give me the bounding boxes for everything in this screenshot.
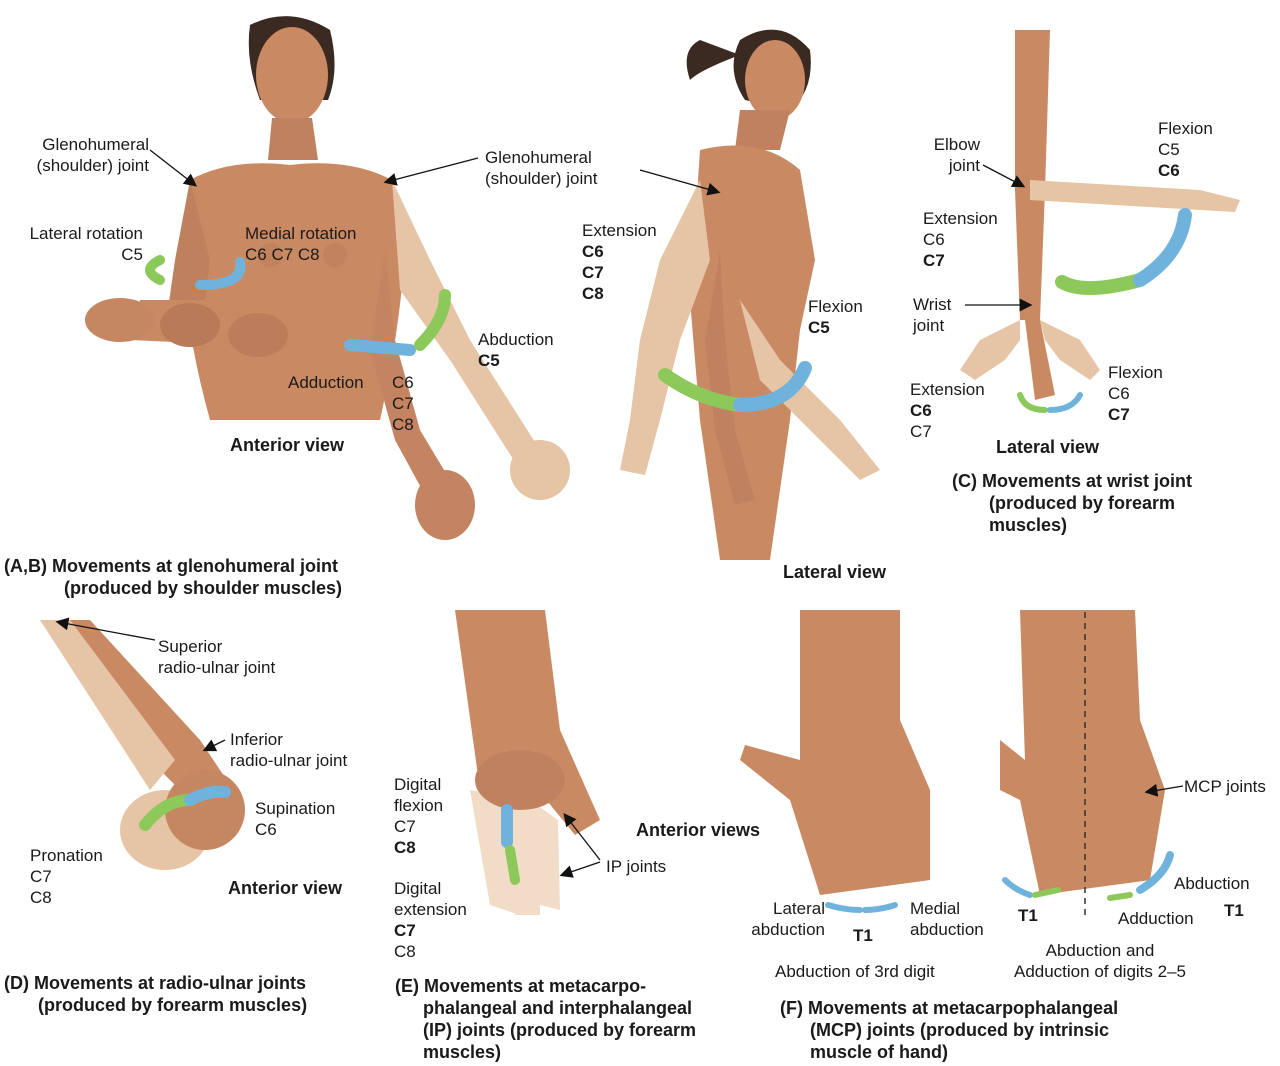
mcp-hands-figure [740,610,1165,920]
shoulder-flexion-label: Flexion C5 [808,297,863,337]
t1-label-right: T1 [1224,901,1244,920]
abduction-adduction-digits-label: Abduction and Adduction of digits 2–5 [1013,941,1186,981]
medial-abduction-label: Medial abduction [910,899,984,939]
elbow-flexion-label: Flexion C5 C6 [1158,119,1213,180]
anterior-figure [85,16,570,540]
motion-arrows [139,208,1192,913]
wrist-extension-label: Extension C6 C7 [910,380,985,441]
radio-ulnar-figure [40,620,245,870]
inferior-radio-ulnar-label: Inferior radio-ulnar joint [230,730,348,770]
elbow-extension-label: Extension C6 C7 [923,209,998,270]
digital-flexion-label: Digital flexion C7 C8 [394,775,444,857]
caption-d: (D) Movements at radio-ulnar joints (pro… [4,973,308,1015]
anterior-view-label-a: Anterior view [230,435,345,455]
anterior-views-label-e: Anterior views [636,820,761,840]
ip-joints-label: IP joints [606,857,667,876]
caption-ab: (A,B) Movements at glenohumeral joint (p… [4,556,343,598]
caption-f: (F) Movements at metacarpophalangeal (MC… [780,998,1119,1062]
t1-label-middle: T1 [1018,906,1038,925]
medial-rotation-label: Medial rotation C6 C7 C8 [245,224,357,264]
anterior-view-label-d: Anterior view [228,878,343,898]
abduction-3rd-digit-label: Abduction of 3rd digit [775,962,935,981]
mcp-abduction-label: Abduction [1174,874,1250,893]
leader-lines [55,149,1184,878]
glenohumeral-label-right: Glenohumeral (shoulder) joint [485,148,598,188]
superior-radio-ulnar-label: Superior radio-ulnar joint [158,637,276,677]
lateral-figure [620,29,880,560]
adduction-segments: C6 C7 C8 [392,373,414,434]
extension-label: Extension C6 C7 C8 [582,221,657,303]
caption-c: (C) Movements at wrist joint (produced b… [952,471,1193,535]
digital-extension-label: Digital extension C7 C8 [394,879,467,961]
glenohumeral-label-left: Glenohumeral (shoulder) joint [36,135,149,175]
lateral-abduction-label: Lateral abduction [751,899,825,939]
adduction-label: Adduction [288,373,364,392]
mcp-joints-label: MCP joints [1184,777,1266,796]
lateral-view-label-c: Lateral view [996,437,1100,457]
elbow-joint-label: Elbow joint [933,135,980,175]
t1-label-left: T1 [853,926,873,945]
wrist-flexion-label: Flexion C6 C7 [1108,363,1163,424]
mcp-adduction-label: Adduction [1118,909,1194,928]
caption-e: (E) Movements at metacarpo- phalangeal a… [395,976,697,1062]
supination-label: Supination C6 [255,799,336,839]
wrist-arm-figure [960,30,1240,400]
pronation-label: Pronation C7 C8 [30,846,103,907]
lateral-rotation-label: Lateral rotation C5 [29,224,143,264]
lateral-view-label-b: Lateral view [783,562,887,582]
wrist-joint-label: Wrist joint [913,295,952,335]
abduction-label: Abduction C5 [478,330,554,370]
